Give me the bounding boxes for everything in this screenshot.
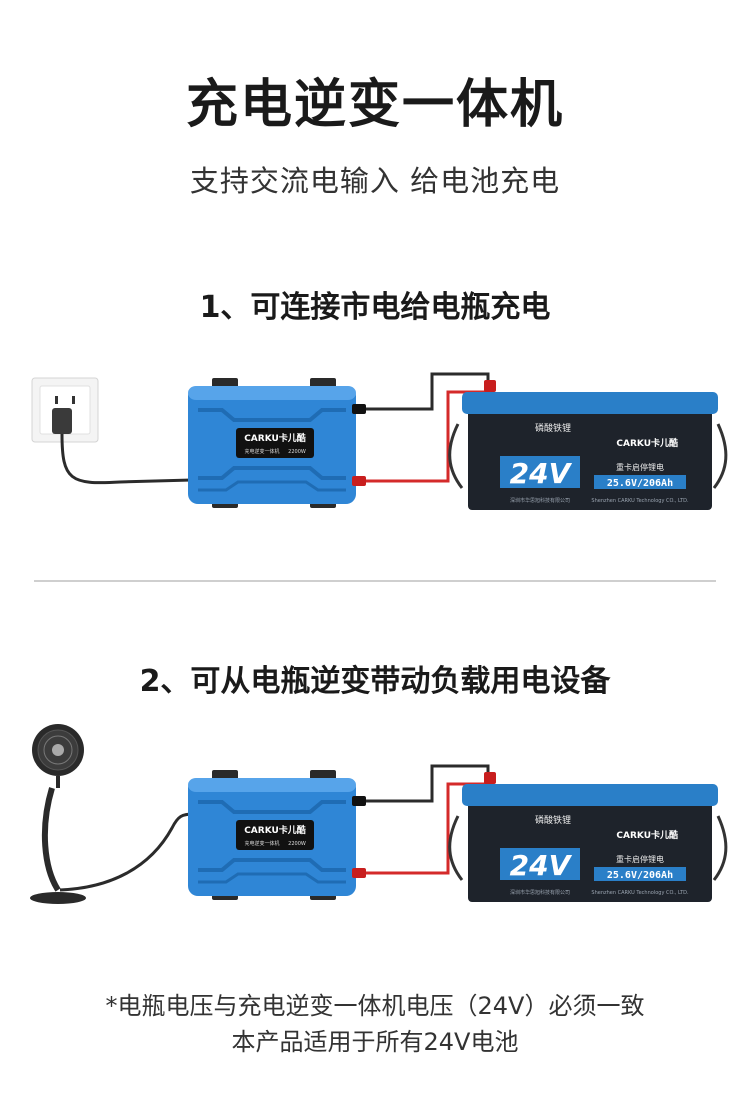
battery-maker-en: Shenzhen CARKU Technology CO., LTD. <box>591 498 689 504</box>
charging-diagram: CARKU卡儿酷 充电逆变一体机 2200W 磷酸铁锂 CARKU卡儿酷 24V… <box>31 372 728 510</box>
page-subtitle: 支持交流电输入 给电池充电 <box>189 164 561 198</box>
battery-spec-2: 25.6V/206Ah <box>607 870 673 881</box>
battery-unit-2: 磷酸铁锂 CARKU卡儿酷 24V 重卡启停锂电 25.6V/206Ah 深圳市… <box>448 772 728 902</box>
battery-chem-2: 磷酸铁锂 <box>535 814 571 826</box>
inverter-model-2: 充电逆变一体机 <box>244 840 279 847</box>
battery-brand: CARKU卡儿酷 <box>616 437 678 449</box>
step-2-label: 2、可从电瓶逆变带动负载用电设备 <box>139 664 611 699</box>
note-line-2: 本产品适用于所有24V电池 <box>231 1028 519 1056</box>
battery-brand-2: CARKU卡儿酷 <box>616 829 678 841</box>
fan-icon <box>30 724 86 904</box>
battery-voltage: 24V <box>510 457 573 490</box>
wall-outlet-icon <box>31 377 99 443</box>
inverter-unit: CARKU卡儿酷 充电逆变一体机 2200W <box>188 378 366 508</box>
battery-type: 重卡启停锂电 <box>616 462 664 472</box>
step-1-label: 1、可连接市电给电瓶充电 <box>199 290 551 325</box>
inverter-brand: CARKU卡儿酷 <box>244 432 306 444</box>
battery-type-2: 重卡启停锂电 <box>616 854 664 864</box>
page-title: 充电逆变一体机 <box>185 75 564 135</box>
battery-chem: 磷酸铁锂 <box>535 422 571 434</box>
battery-unit: 磷酸铁锂 CARKU卡儿酷 24V 重卡启停锂电 25.6V/206Ah 深圳市… <box>448 380 728 510</box>
inverter-brand-2: CARKU卡儿酷 <box>244 824 306 836</box>
inverter-power-2: 2200W <box>288 841 306 847</box>
inverter-model: 充电逆变一体机 <box>244 448 279 455</box>
note-line-1: *电瓶电压与充电逆变一体机电压（24V）必须一致 <box>105 992 645 1020</box>
section-divider <box>34 580 716 582</box>
battery-maker: 深圳市华思旭科技有限公司 <box>510 497 570 504</box>
battery-spec: 25.6V/206Ah <box>607 478 673 489</box>
battery-maker-2: 深圳市华思旭科技有限公司 <box>510 889 570 896</box>
battery-voltage-2: 24V <box>510 849 573 882</box>
inverter-unit-2: CARKU卡儿酷 充电逆变一体机 2200W <box>188 770 366 900</box>
inverter-power: 2200W <box>288 449 306 455</box>
inverting-diagram: CARKU卡儿酷 充电逆变一体机 2200W 磷酸铁锂 CARKU卡儿酷 24V… <box>30 724 728 904</box>
battery-maker-en-2: Shenzhen CARKU Technology CO., LTD. <box>591 890 689 896</box>
